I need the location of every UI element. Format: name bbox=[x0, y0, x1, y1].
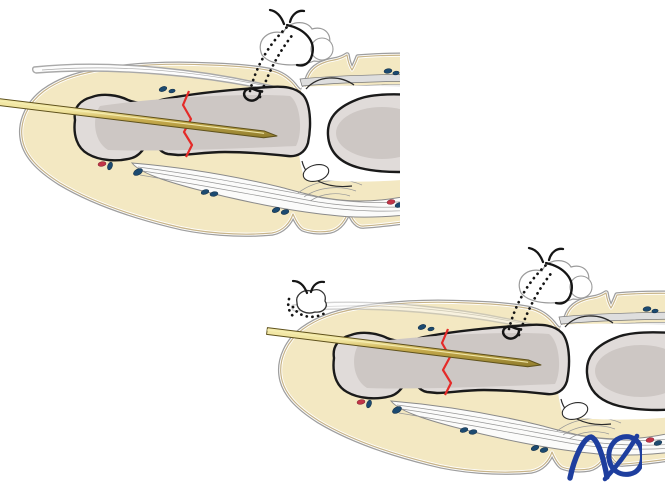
pullout-suture bbox=[242, 8, 334, 102]
pinned-phalanx-bone bbox=[332, 323, 571, 400]
suture-knot-ends bbox=[527, 246, 545, 264]
suture-anchor-hook bbox=[501, 325, 521, 340]
suture-anchor-hook bbox=[242, 87, 262, 102]
suture-knot-ends bbox=[268, 8, 286, 26]
ao-letter-a bbox=[567, 434, 610, 481]
pullout-suture bbox=[501, 246, 593, 340]
k-wire bbox=[266, 327, 542, 368]
ao-logo-glyph bbox=[567, 433, 645, 482]
blood-vessels bbox=[356, 306, 663, 453]
blood-vessels bbox=[97, 68, 400, 215]
middle-phalanx-bone bbox=[301, 77, 400, 188]
ao-letter-o bbox=[606, 434, 645, 477]
panel-step-1 bbox=[0, 5, 400, 247]
ao-letter-o-slash bbox=[602, 433, 640, 482]
tip-suture-knot bbox=[286, 279, 327, 319]
k-wire bbox=[0, 98, 278, 139]
middle-phalanx-bone bbox=[560, 315, 665, 426]
ao-logo: AO bbox=[566, 430, 645, 482]
fracture-line bbox=[440, 328, 453, 396]
